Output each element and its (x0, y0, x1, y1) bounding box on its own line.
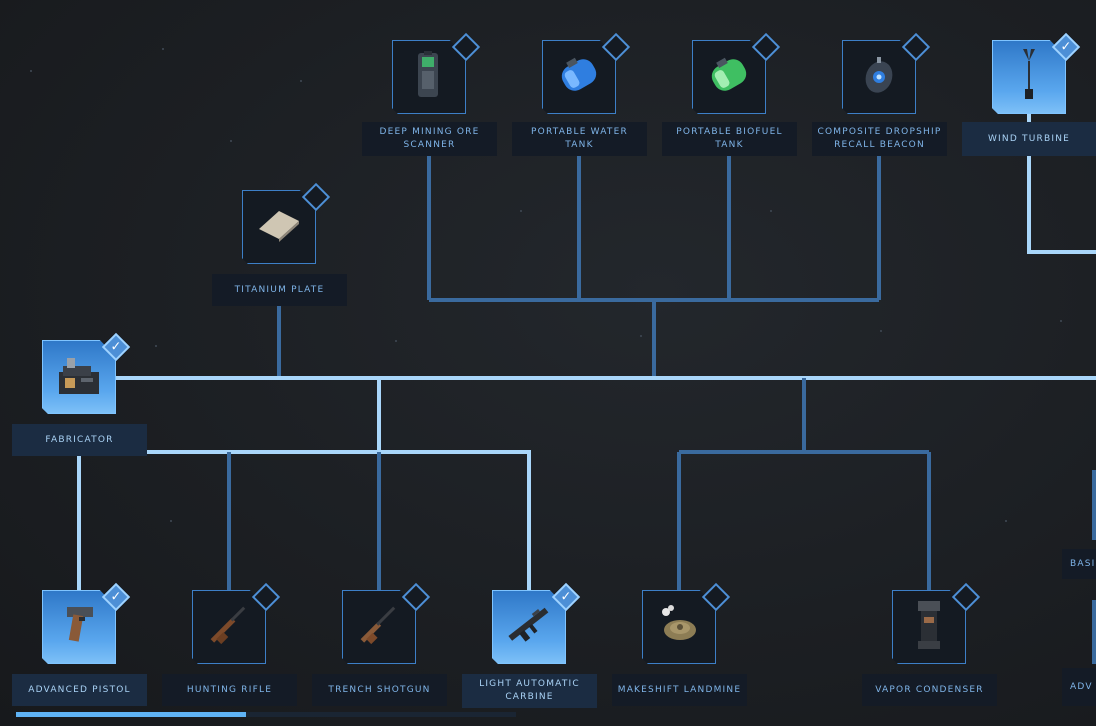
tech-label-wind-turbine: WIND TURBINE (962, 122, 1096, 156)
background-dot (520, 210, 522, 212)
tech-label-vapor-condenser: VAPOR CONDENSER (862, 674, 997, 706)
fabricator-icon (53, 352, 105, 402)
background-dot (770, 210, 772, 212)
checkmark-icon: ✓ (110, 339, 122, 355)
tech-node-titanium-plate[interactable] (242, 190, 316, 264)
tech-label-light-automatic-carbine: LIGHT AUTOMATIC CARBINE (462, 674, 597, 708)
progress-bar-fill (16, 712, 246, 717)
tech-node-advanced-pistol[interactable] (42, 590, 116, 664)
background-dot (170, 520, 172, 522)
tech-label-titanium-plate: TITANIUM PLATE (212, 274, 347, 306)
background-dot (640, 335, 642, 337)
connection-line (147, 450, 531, 590)
tech-label-partial-adv: ADV (1062, 668, 1096, 706)
landmine-icon (656, 602, 702, 652)
background-dot (1005, 520, 1007, 522)
background-dot (30, 70, 32, 72)
tech-label-advanced-pistol: ADVANCED PISTOL (12, 674, 147, 706)
tech-node-deep-mining-ore-scanner[interactable] (392, 40, 466, 114)
tech-node-fabricator[interactable] (42, 340, 116, 414)
tech-node-vapor-condenser[interactable] (892, 590, 966, 664)
background-dot (300, 80, 302, 82)
carbine-icon (502, 600, 556, 654)
tech-node-portable-water-tank[interactable] (542, 40, 616, 114)
background-dot (395, 340, 397, 342)
tech-label-composite-dropship-recall-beacon: COMPOSITE DROPSHIP RECALL BEACON (812, 122, 947, 156)
tech-label-makeshift-landmine: MAKESHIFT LANDMINE (612, 674, 747, 706)
checkmark-icon: ✓ (1060, 39, 1072, 55)
biofuel-tank-icon (704, 52, 754, 102)
shotgun-icon (354, 600, 404, 654)
tech-node-makeshift-landmine[interactable] (642, 590, 716, 664)
connection-line (1027, 114, 1096, 254)
tech-label-portable-biofuel-tank: PORTABLE BIOFUEL TANK (662, 122, 797, 156)
background-dot (880, 330, 882, 332)
rifle-icon (204, 600, 254, 654)
tech-node-portable-biofuel-tank[interactable] (692, 40, 766, 114)
ore-scanner-icon (412, 49, 446, 105)
tech-label-hunting-rifle: HUNTING RIFLE (162, 674, 297, 706)
recall-beacon-icon (859, 53, 899, 101)
tech-node-light-automatic-carbine[interactable] (492, 590, 566, 664)
wind-turbine-icon (1014, 47, 1044, 107)
titanium-plate-icon (255, 207, 303, 247)
background-dot (155, 345, 157, 347)
checkmark-icon: ✓ (560, 589, 572, 605)
tech-node-hunting-rifle[interactable] (192, 590, 266, 664)
background-dot (1060, 320, 1062, 322)
tech-label-portable-water-tank: PORTABLE WATER TANK (512, 122, 647, 156)
tech-label-deep-mining-ore-scanner: DEEP MINING ORE SCANNER (362, 122, 497, 156)
background-dot (162, 48, 164, 50)
tech-node-wind-turbine[interactable] (992, 40, 1066, 114)
pistol-icon (59, 601, 99, 653)
tech-label-trench-shotgun: TRENCH SHOTGUN (312, 674, 447, 706)
progress-bar (16, 712, 516, 717)
background-dot (230, 140, 232, 142)
vapor-condenser-icon (912, 597, 946, 657)
tech-node-trench-shotgun[interactable] (342, 590, 416, 664)
tech-node-composite-dropship-recall-beacon[interactable] (842, 40, 916, 114)
tech-label-fabricator: FABRICATOR (12, 424, 147, 456)
checkmark-icon: ✓ (110, 589, 122, 605)
tech-label-partial-basi: BASI (1062, 549, 1096, 579)
water-tank-icon (554, 52, 604, 102)
